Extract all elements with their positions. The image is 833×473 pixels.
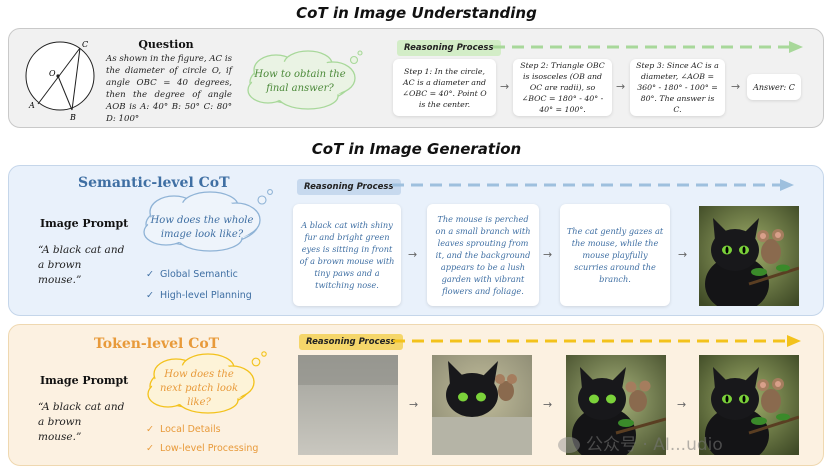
wechat-icon (558, 437, 580, 453)
semantic-step-3: The cat gently gazes at the mouse, while… (560, 204, 670, 306)
dashed-arrow-3 (393, 335, 801, 347)
thought-cloud-3 (147, 351, 267, 414)
cloud-3-text: How does the next patch look like? (159, 369, 239, 408)
semantic-bullet-1: ✓ Global Semantic (146, 269, 238, 280)
cloud-1-text: How to obtain the final answer? (254, 69, 346, 94)
label-o: O (49, 69, 56, 78)
token-title: Token-level CoT (94, 336, 220, 352)
arrow-s1: → (408, 248, 418, 261)
circle-geometry-figure: C O A B (25, 40, 95, 122)
arrow-t2: → (543, 398, 553, 411)
label-c: C (82, 40, 88, 49)
label-a: A (28, 101, 35, 110)
token-bullet-1: ✓ Local Details (146, 424, 221, 435)
question-text: As shown in the figure, AC is the diamet… (106, 53, 232, 125)
token-image-step-4 (699, 355, 799, 455)
token-image-step-3 (566, 355, 666, 455)
question-body: As shown in the figure, AC is the diamet… (106, 54, 233, 112)
semantic-step-2: The mouse is perched on a small branch w… (427, 204, 539, 306)
circle-o (25, 41, 95, 111)
check-icon: ✓ (146, 424, 154, 435)
semantic-panel (8, 165, 824, 316)
token-bullet-2: ✓ Low-level Processing (146, 443, 258, 454)
understanding-step-2: Step 2: Triangle OBC is isosceles (OB an… (513, 59, 612, 116)
semantic-prompt-text: “A black cat and a brown mouse.” (38, 244, 125, 286)
arrow-u1: → (500, 80, 510, 93)
dashed-arrow-1 (493, 41, 803, 53)
check-icon: ✓ (146, 290, 154, 301)
token-bullet-2-label: Low-level Processing (159, 443, 259, 454)
semantic-title: Semantic-level CoT (78, 175, 230, 191)
semantic-bullet-1-label: Global Semantic (159, 269, 238, 280)
generation-section-title: CoT in Image Generation (311, 140, 522, 158)
token-image-step-1 (298, 355, 398, 455)
thought-cloud-2 (143, 189, 273, 252)
arrow-t3: → (677, 398, 687, 411)
reasoning-tag-2: Reasoning Process (297, 179, 401, 195)
token-bullet-1-label: Local Details (159, 424, 221, 435)
understanding-step-3: Step 3: Since AC is a diameter, ∠AOB = 3… (630, 59, 725, 116)
arrow-t1: → (409, 398, 419, 411)
thought-cloud-1 (247, 50, 363, 110)
semantic-bullet-2: ✓ High-level Planning (146, 290, 252, 301)
understanding-step-1: Step 1: In the circle, AC is a diameter … (393, 59, 496, 116)
answer-card: Answer: C (747, 74, 801, 100)
check-icon: ✓ (146, 443, 154, 454)
reasoning-tag-3: Reasoning Process (299, 334, 403, 350)
arrow-u3: → (731, 80, 741, 93)
reasoning-tag-1: Reasoning Process (397, 40, 501, 56)
dashed-arrow-2 (392, 179, 794, 191)
label-b: B (69, 113, 76, 122)
cloud-2-text: How does the whole image look like? (150, 215, 254, 240)
arrow-s3: → (678, 248, 688, 261)
semantic-prompt-heading: Image Prompt (40, 217, 129, 230)
check-icon: ✓ (146, 269, 154, 280)
question-options: A: 40° B: 50° C: 80° D: 100° (106, 102, 233, 124)
watermark-text: 公众号 · AI...udio (586, 435, 723, 455)
arrow-u2: → (616, 80, 626, 93)
token-image-step-2 (432, 355, 532, 455)
token-panel (8, 324, 824, 466)
token-prompt-heading: Image Prompt (40, 374, 129, 387)
semantic-step-1: A black cat with shiny fur and bright gr… (293, 204, 401, 306)
generated-cat-image-semantic (699, 206, 799, 306)
arrow-s2: → (543, 248, 553, 261)
understanding-section-title: CoT in Image Understanding (296, 4, 537, 22)
watermark: 公众号 · AI...udio (558, 430, 723, 455)
token-prompt-text: “A black cat and a brown mouse.” (38, 401, 125, 443)
question-heading: Question (138, 38, 194, 51)
semantic-bullet-2-label: High-level Planning (159, 290, 252, 301)
